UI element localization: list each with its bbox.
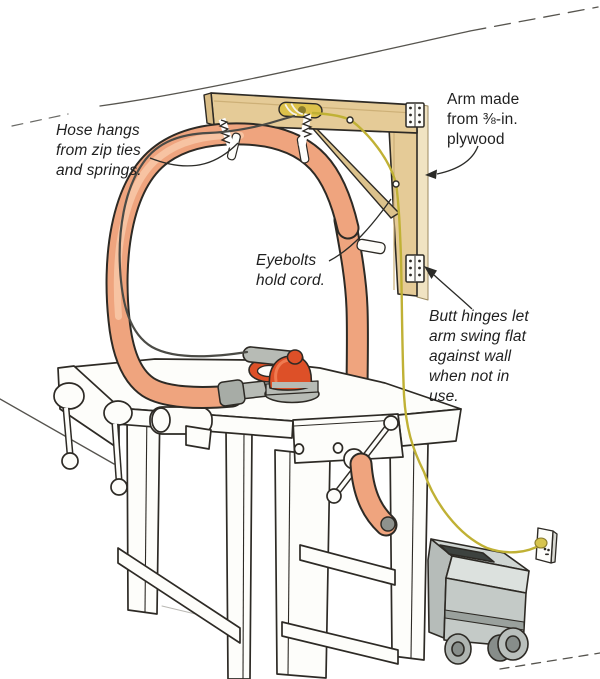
random-orbit-sander — [217, 346, 320, 407]
vacuum-opening — [439, 544, 495, 563]
spring-right — [298, 113, 313, 147]
sander-cord — [118, 114, 296, 358]
vacuum-caster — [444, 633, 472, 665]
eyebolt — [346, 116, 354, 124]
label-line: plywood — [447, 131, 505, 148]
dust-hose-tail — [349, 452, 398, 537]
wall-line — [11, 6, 599, 127]
swing-arm — [203, 92, 429, 301]
label-line: Arm made — [447, 91, 520, 108]
arrowhead — [425, 169, 437, 179]
vise-hub — [103, 400, 133, 426]
leader-arm-material — [436, 145, 479, 175]
leader-butt-hinges — [433, 274, 473, 310]
shop-vacuum — [427, 538, 530, 665]
leader-eyebolts — [328, 198, 392, 262]
hose-hangers — [218, 113, 313, 164]
label-arm-material: Arm made from ⅜-in. plywood — [447, 90, 519, 150]
callout-leaders — [149, 142, 479, 310]
label-line: arm swing flat — [429, 328, 527, 345]
dust-hose-behind — [333, 208, 369, 408]
vacuum-wheel — [487, 627, 529, 662]
label-hose-hangs: Hose hangs from zip ties and springs. — [56, 121, 142, 181]
sander-cap — [286, 349, 304, 365]
label-line: hold cord. — [256, 272, 326, 289]
vise-handle-ball — [61, 452, 79, 470]
power-plug — [534, 537, 548, 549]
bench-stretcher — [117, 547, 241, 644]
label-eyebolts: Eyebolts hold cord. — [256, 251, 325, 291]
cord-to-outlet — [394, 181, 542, 554]
label-line: when not in — [429, 368, 510, 385]
workbench — [53, 358, 462, 679]
hose-cuff — [356, 238, 386, 255]
cord-cleat — [278, 101, 323, 119]
label-line: Eyebolts — [256, 252, 317, 269]
label-line: Hose hangs — [56, 122, 140, 139]
arrowhead — [424, 266, 437, 279]
label-line: Butt hinges let — [429, 308, 529, 325]
bench-stretcher — [299, 544, 396, 586]
leader-hose-hangs — [149, 142, 239, 167]
bench-stretcher — [281, 621, 399, 665]
butt-hinge-top — [405, 102, 425, 128]
sander-nozzle — [217, 379, 269, 407]
vise-handle-ball — [326, 488, 342, 504]
vise-handle-ball — [383, 415, 399, 431]
label-line: from zip ties — [56, 142, 141, 159]
vise-hub — [53, 382, 85, 410]
label-butt-hinges: Butt hinges let arm swing flat against w… — [429, 307, 529, 407]
middle-vise — [149, 406, 213, 450]
label-line: against wall — [429, 348, 512, 365]
label-line: use. — [429, 388, 459, 405]
vise-handle-ball — [110, 478, 128, 496]
vacuum-band — [444, 609, 525, 631]
label-line: and springs. — [56, 162, 142, 179]
eyebolt — [392, 180, 400, 188]
label-line: from ⅜-in. — [447, 111, 518, 128]
bench-leg — [389, 439, 429, 661]
power-cord — [118, 111, 548, 554]
butt-hinge-bottom — [405, 254, 425, 283]
